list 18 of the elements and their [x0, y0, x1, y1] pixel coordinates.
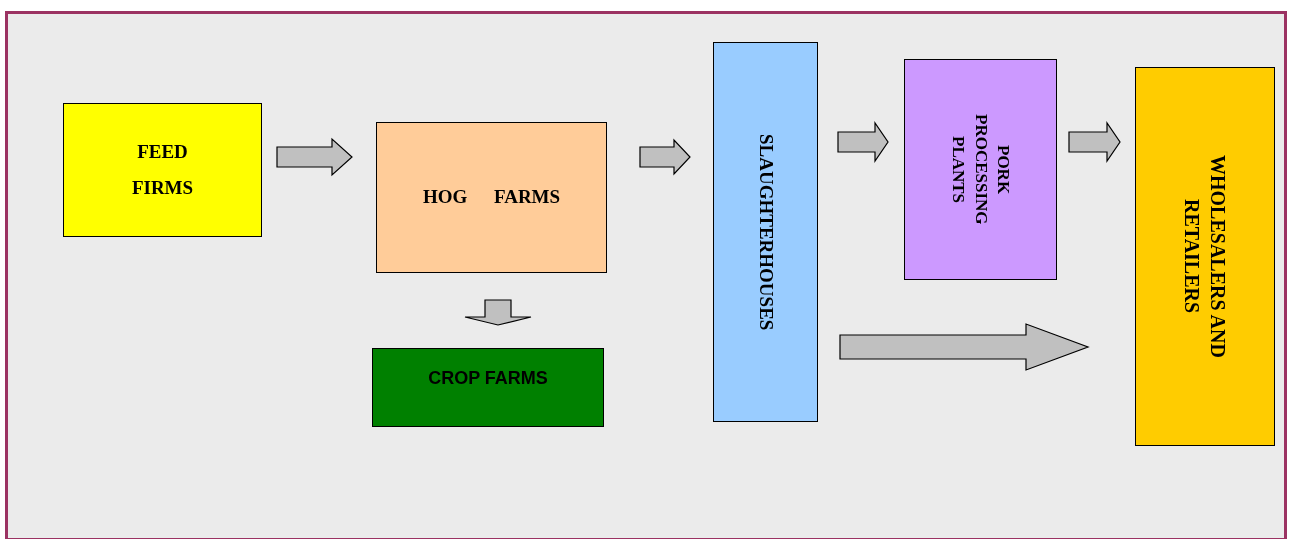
process-box: [1135, 67, 1275, 446]
block-arrow: [276, 137, 353, 177]
box-label: FEED FIRMS: [130, 139, 195, 200]
block-arrow: [839, 323, 1090, 371]
block-arrow: [1068, 121, 1121, 163]
process-box: [372, 348, 604, 427]
box-label: CROP FARMS: [428, 367, 548, 390]
box-label: WHOLESALERS AND RETAILERS: [1180, 154, 1230, 360]
box-label: HOG FARMS: [422, 185, 561, 210]
process-box: [376, 122, 607, 273]
block-arrow: [464, 299, 532, 326]
process-box: [713, 42, 818, 422]
block-arrow: [639, 138, 691, 176]
block-arrow: [837, 121, 889, 163]
process-box: [904, 59, 1057, 280]
box-label: SLAUGHTERHOUSES: [754, 133, 778, 331]
box-label: PORK PROCESSING PLANTS: [948, 113, 1014, 227]
process-box: [63, 103, 262, 237]
